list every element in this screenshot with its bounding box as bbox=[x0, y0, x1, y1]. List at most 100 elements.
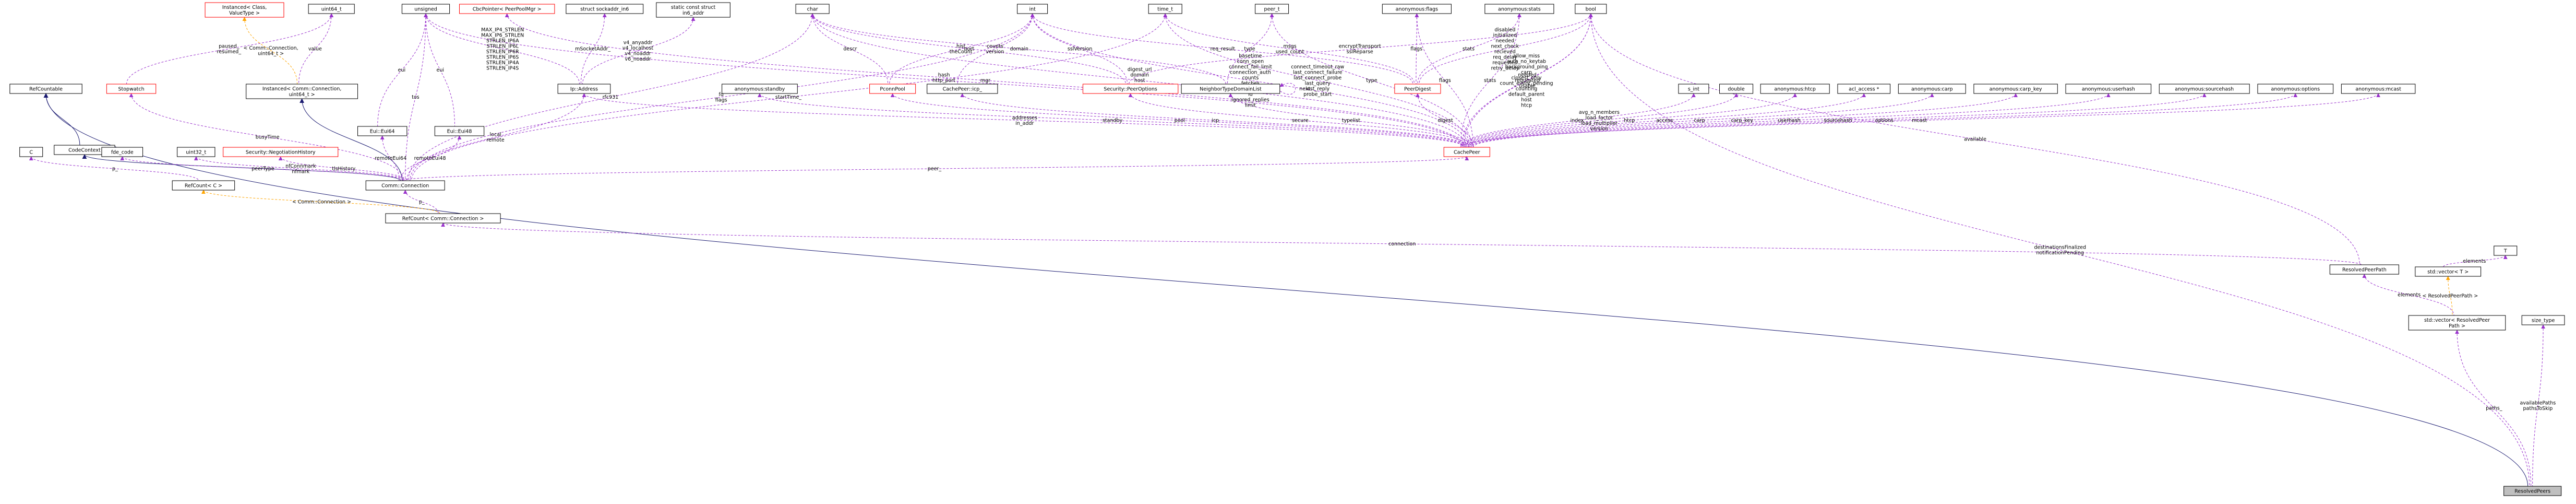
node-anon-userhash[interactable]: anonymous:userhash bbox=[2065, 84, 2152, 94]
edge-label: typelist bbox=[1342, 118, 1360, 124]
node-box bbox=[1148, 4, 1182, 14]
node-c[interactable]: C bbox=[19, 147, 43, 157]
node-box bbox=[365, 180, 445, 191]
edge-line bbox=[1469, 93, 2111, 148]
edge-label: carp bbox=[1694, 118, 1705, 124]
node-std-vector-t[interactable]: std::vector< T > bbox=[2415, 266, 2482, 277]
node-inst-conn-uint64[interactable]: Instanced< Comm::Connection,uint64_t > bbox=[246, 84, 358, 99]
edge-label: options bbox=[1875, 118, 1894, 124]
node-t[interactable]: T bbox=[2494, 245, 2518, 256]
node-anon-standby[interactable]: anonymous:standby bbox=[722, 84, 798, 94]
edge-line bbox=[1415, 13, 1419, 85]
edge-line bbox=[2532, 324, 2546, 487]
node-peerdigest[interactable]: PeerDigest bbox=[1394, 84, 1441, 94]
node-struct-sockaddr-in6[interactable]: struct sockaddr_in6 bbox=[566, 4, 644, 14]
edge-uint32-t-to-comm-connection bbox=[194, 156, 406, 181]
node-refcount-c[interactable]: RefCount< C > bbox=[172, 180, 235, 191]
node-bool[interactable]: bool bbox=[1575, 4, 1607, 14]
node-uint64-t[interactable]: uint64_t bbox=[308, 4, 355, 14]
edge-line bbox=[810, 13, 1226, 85]
node-double[interactable]: double bbox=[1719, 84, 1754, 94]
node-box bbox=[172, 180, 235, 191]
node-anon-stats[interactable]: anonymous:stats bbox=[1484, 4, 1554, 14]
edge-anon-carp-key-to-cachepeer bbox=[1468, 93, 2018, 148]
node-security-negotiationhistory[interactable]: Security::NegotiationHistory bbox=[223, 147, 339, 157]
node-cachepeer-icp[interactable]: CachePeer::icp_ bbox=[927, 84, 998, 94]
node-box bbox=[566, 4, 644, 14]
node-prconnpool[interactable]: PconnPool bbox=[869, 84, 916, 94]
node-char[interactable]: char bbox=[795, 4, 830, 14]
node-acl-access[interactable]: acl_access * bbox=[1837, 84, 1891, 94]
edge-label: type bbox=[1366, 78, 1377, 84]
node-label: peer_t bbox=[1264, 7, 1280, 13]
edge-line bbox=[424, 13, 1463, 148]
edge-line bbox=[758, 93, 1466, 148]
node-peer-t[interactable]: peer_t bbox=[1255, 4, 1289, 14]
node-anon-mcast[interactable]: anonymous:mcast bbox=[2341, 84, 2416, 94]
node-box bbox=[459, 4, 555, 14]
node-anon-options[interactable]: anonymous:options bbox=[2257, 84, 2334, 94]
edge-int-to-cachepeer bbox=[1030, 13, 1469, 148]
node-s-int[interactable]: s_int bbox=[1678, 84, 1709, 94]
node-box bbox=[2415, 266, 2482, 277]
edge-line bbox=[405, 13, 428, 181]
node-uint32-t[interactable]: uint32_t bbox=[177, 147, 215, 157]
node-label: anonymous:userhash bbox=[2082, 87, 2135, 92]
node-eui-eui64[interactable]: Eui::Eui64 bbox=[357, 126, 408, 136]
edge-label: sslVersion bbox=[1068, 46, 1092, 52]
node-size-type[interactable]: size_type bbox=[2521, 315, 2565, 325]
node-resolvedpeerpath[interactable]: ResolvedPeerPath bbox=[2329, 264, 2399, 275]
node-int[interactable]: int bbox=[1017, 4, 1048, 14]
edge-line bbox=[1465, 93, 1866, 148]
node-ip-address[interactable]: Ip::Address bbox=[557, 84, 611, 94]
node-time-t[interactable]: time_t bbox=[1148, 4, 1182, 14]
edge-line bbox=[1129, 13, 1593, 85]
edge-int-to-cachepeer-icp bbox=[957, 13, 1035, 85]
edge-char-to-cachepeer bbox=[810, 13, 1467, 148]
node-security-peeroptions[interactable]: Security::PeerOptions bbox=[1082, 84, 1179, 94]
node-label: anonymous:htcp bbox=[1774, 87, 1816, 92]
node-refcount-conn[interactable]: RefCount< Comm::Connection > bbox=[385, 213, 501, 224]
node-cbcpointer-peerpoolmgr[interactable]: CbcPointer< PeerPoolMgr > bbox=[459, 4, 555, 14]
node-anon-htcp[interactable]: anonymous:htcp bbox=[1760, 84, 1830, 94]
node-inst-class-valuetype[interactable]: Instanced< Class,ValueType > bbox=[205, 2, 284, 18]
edge-line bbox=[810, 13, 889, 85]
node-refcountable[interactable]: RefCountable bbox=[9, 84, 82, 94]
node-label: anonymous:mcast bbox=[2355, 87, 2401, 92]
node-anon-flags[interactable]: anonymous:flags bbox=[1382, 4, 1452, 14]
node-eui-eui48[interactable]: Eui::Eui48 bbox=[434, 126, 485, 136]
node-anon-sourcehash[interactable]: anonymous:sourcehash bbox=[2159, 84, 2250, 94]
node-fde-code[interactable]: fde_code bbox=[101, 147, 143, 157]
edge-label: next bbox=[1299, 86, 1310, 92]
edge-unsigned-to-cachepeer bbox=[424, 13, 1463, 148]
node-unsigned[interactable]: unsigned bbox=[401, 4, 450, 14]
edge-anon-sourcehash-to-cachepeer bbox=[1471, 93, 2207, 148]
edge-line bbox=[406, 93, 586, 181]
node-box bbox=[1017, 4, 1048, 14]
node-anon-carp-key[interactable]: anonymous:carp_key bbox=[1973, 84, 2058, 94]
node-stopwatch[interactable]: Stopwatch bbox=[106, 84, 157, 94]
edge-eui-eui48-to-comm-connection bbox=[400, 135, 462, 181]
node-neighbortypedomainlist[interactable]: NeighborTypeDomainList bbox=[1181, 84, 1280, 94]
edge-security-negotiationhistory-to-comm-connection bbox=[278, 156, 408, 181]
node-cachepeer[interactable]: CachePeer bbox=[1443, 147, 1490, 157]
edge-label: stats bbox=[1463, 46, 1475, 52]
node-comm-connection[interactable]: Comm::Connection bbox=[365, 180, 445, 191]
node-box bbox=[1898, 84, 1966, 94]
node-label: CachePeer::icp_ bbox=[943, 87, 983, 92]
node-anon-carp[interactable]: anonymous:carp bbox=[1898, 84, 1966, 94]
node-label: std::vector< T > bbox=[2427, 269, 2469, 275]
node-box bbox=[2521, 315, 2565, 325]
node-box bbox=[2494, 245, 2518, 256]
edge-anon-carp-to-cachepeer bbox=[1466, 93, 1934, 148]
edge-line bbox=[890, 93, 1467, 148]
edge-line bbox=[1030, 13, 1128, 85]
